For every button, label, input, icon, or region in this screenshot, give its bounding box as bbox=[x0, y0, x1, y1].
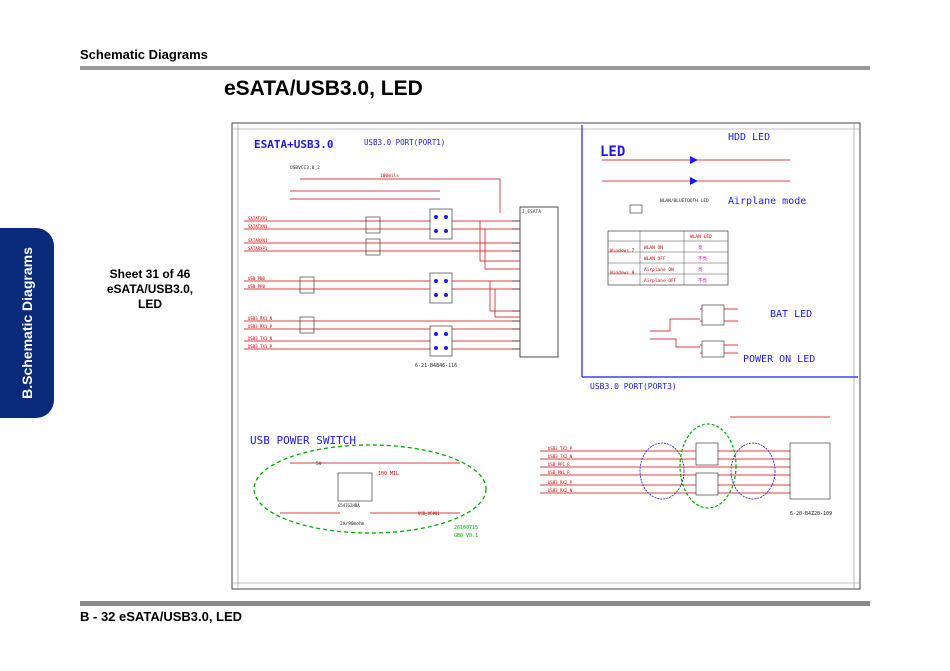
header-section-title: Schematic Diagrams bbox=[80, 47, 208, 62]
sig-8: USB3_TX1_N bbox=[248, 336, 273, 341]
port3-parts bbox=[695, 442, 831, 500]
esata-wiring bbox=[244, 178, 520, 350]
p3-sig-4: USB3_RX2_P bbox=[548, 480, 573, 485]
led-table-state-3: Airplane OFF bbox=[644, 278, 677, 284]
led-table-value-3: 不亮 bbox=[698, 277, 707, 284]
led-table-os-2: Windows 8 bbox=[610, 270, 635, 276]
esata-connector bbox=[519, 206, 559, 358]
sig-6: USB3_RX1_N bbox=[248, 316, 273, 321]
led-block-title: LED bbox=[600, 144, 625, 160]
usb-power-switch-ic bbox=[337, 472, 373, 502]
side-tab[interactable]: B.Schematic Diagrams bbox=[0, 228, 54, 418]
led-parts bbox=[629, 204, 725, 358]
p3-sig-1: USB3_TX2_N bbox=[548, 454, 573, 459]
esata-connector-label: J_ESATA bbox=[522, 209, 541, 215]
esata-part-no: 6-21-B4846-116 bbox=[415, 363, 457, 369]
usb-power-note1: 100 MIL bbox=[378, 471, 399, 477]
esata-block-title: ESATA+USB3.0 bbox=[254, 138, 333, 151]
bat-led-title: BAT LED bbox=[770, 309, 812, 320]
usb3-port3-part-no: 6-20-B4Z20-109 bbox=[790, 511, 832, 517]
footer-rule bbox=[80, 601, 870, 606]
footer-page-ref: B - 32 eSATA/USB3.0, LED bbox=[80, 609, 243, 624]
led-table-header: WLAN LED bbox=[690, 234, 712, 240]
sig-0: SATATXP1 bbox=[248, 216, 268, 221]
connector-pins bbox=[512, 220, 520, 350]
sheet-info-line1: Sheet 31 of 46 bbox=[109, 267, 191, 281]
hdd-led-title: HDD LED bbox=[728, 132, 770, 143]
sig-7: USB3_RX1_P bbox=[248, 324, 273, 329]
led-table-value-1: 不亮 bbox=[698, 255, 707, 262]
led-table-value-2: 亮 bbox=[698, 266, 703, 273]
sig-2: SATARXN1 bbox=[248, 238, 268, 243]
usb-power-note2: 20160715 bbox=[454, 525, 478, 531]
p3-sig-2: USB_PP1_R bbox=[548, 462, 570, 467]
p3-sig-0: USB3_TX2_P bbox=[548, 446, 573, 451]
schematic-frame bbox=[231, 122, 861, 590]
schematic-diagram: ESATA+USB3.0 USB3.0 PORT(PORT1) 6-21-B48… bbox=[231, 122, 861, 590]
led-table-os-0: Windows 7 bbox=[610, 248, 635, 254]
p3-sig-5: USB3_RX2_N bbox=[548, 488, 573, 493]
usbvcc-label: USBVCC3.0_2 bbox=[290, 165, 320, 171]
sig-1: SATATXN1 bbox=[248, 224, 268, 229]
led-table: WLAN LED Windows 7 Windows 8 WLAN ON WLA… bbox=[607, 230, 729, 286]
led-table-value-0: 亮 bbox=[698, 244, 703, 251]
usb-power-title: USB POWER SWITCH bbox=[250, 434, 356, 447]
airplane-title: Airplane mode bbox=[728, 196, 806, 207]
led-table-state-0: WLAN ON bbox=[644, 245, 663, 251]
esata-block-sub: USB3.0 PORT(PORT1) bbox=[364, 138, 445, 147]
led-table-state-1: WLAN OFF bbox=[644, 256, 666, 262]
usb-oc-label: USB_OC#01 bbox=[418, 511, 440, 516]
usb3-port3-title: USB3.0 PORT(PORT3) bbox=[590, 382, 677, 391]
port3-green-ellipse bbox=[679, 423, 737, 509]
led-table-state-2: Airplane ON bbox=[644, 267, 674, 273]
sheet-info: Sheet 31 of 46 eSATA/USB3.0, LED bbox=[80, 267, 220, 312]
usb-switch-part: G547G2HBA bbox=[338, 503, 360, 508]
p3-sig-3: USB_PN1_R bbox=[548, 470, 570, 475]
port3-wiring bbox=[540, 416, 830, 494]
usb-power-ellipse bbox=[253, 444, 487, 534]
port3-ellipses bbox=[639, 442, 776, 500]
mil-label: 100mils bbox=[380, 173, 399, 179]
port3-signal-labels: USB3_TX2_P USB3_TX2_N USB_PP1_R USB_PN1_… bbox=[548, 446, 573, 493]
esata-signal-labels: SATATXP1 SATATXN1 SATARXN1 SATARXP1 USB_… bbox=[248, 216, 273, 349]
sig-9: USB3_TX1_P bbox=[248, 344, 273, 349]
frame-ticks bbox=[232, 123, 860, 589]
page-title: eSATA/USB3.0, LED bbox=[224, 77, 423, 100]
sig-4: USB_PN0 bbox=[248, 276, 265, 281]
esd-diodes bbox=[434, 215, 448, 350]
sheet-info-line3: LED bbox=[138, 297, 162, 311]
chokes bbox=[299, 216, 381, 334]
usb-power-current: 2A/90mohm bbox=[340, 521, 365, 527]
sig-5: USB_PP0 bbox=[248, 284, 265, 289]
vcc5-label: 5V bbox=[316, 461, 322, 467]
sig-3: SATARXP1 bbox=[248, 246, 268, 251]
side-tab-label: B.Schematic Diagrams bbox=[19, 247, 35, 399]
led-diodes bbox=[690, 156, 698, 185]
sheet-info-line2: eSATA/USB3.0, bbox=[106, 282, 194, 296]
header-rule bbox=[80, 66, 870, 70]
power-led-title: POWER ON LED bbox=[743, 354, 815, 365]
usb-power-wiring bbox=[280, 462, 460, 514]
usb-power-note3: GB0 V0.1 bbox=[454, 533, 478, 539]
esd-arrays bbox=[429, 208, 453, 357]
wlan-bt-label: WLAN/BLUETOOTH LED bbox=[660, 198, 709, 204]
